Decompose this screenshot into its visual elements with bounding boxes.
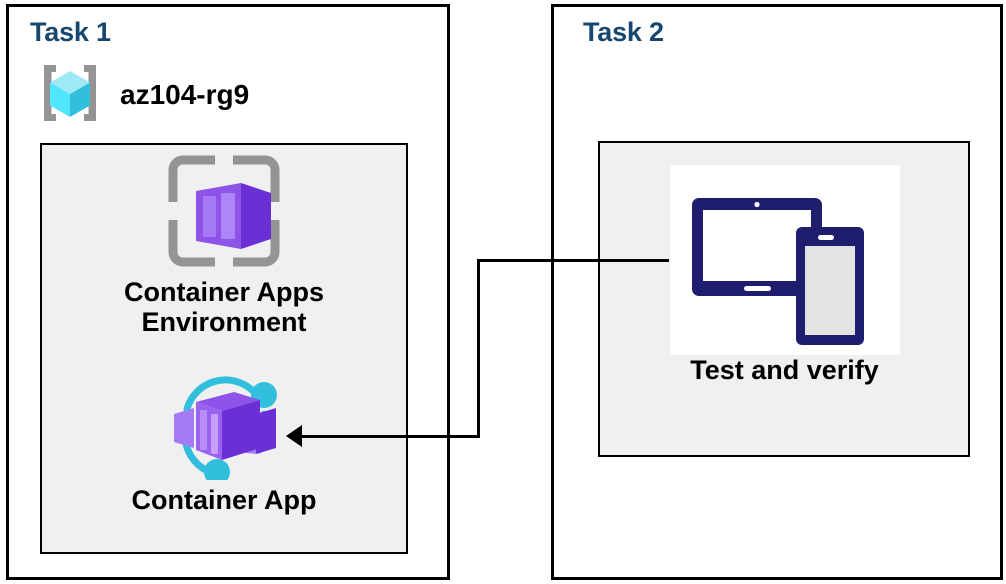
connector-segment-vertical [477,259,480,437]
resource-group-row: az104-rg9 [34,59,334,131]
task-1-title: Task 1 [30,17,111,47]
container-apps-environment-icon [163,150,285,277]
test-and-verify-caption: Test and verify [690,355,879,385]
container-apps-environment-caption: Container Apps Environment [123,277,324,338]
test-and-verify-item: Test and verify [637,165,932,385]
container-app-caption: Container App [131,485,317,515]
container-apps-environment-item: Container Apps Environment [74,150,374,337]
container-app-item: Container App [74,368,374,515]
resource-group-name: az104-rg9 [120,79,250,110]
devices-icon [669,165,900,355]
connector-segment-bottom [298,435,480,438]
connector-arrowhead-icon [286,425,302,447]
connector-segment-top [477,259,669,262]
resource-group-icon [34,57,106,134]
task-2-title: Task 2 [583,17,664,47]
container-app-icon [160,368,288,485]
